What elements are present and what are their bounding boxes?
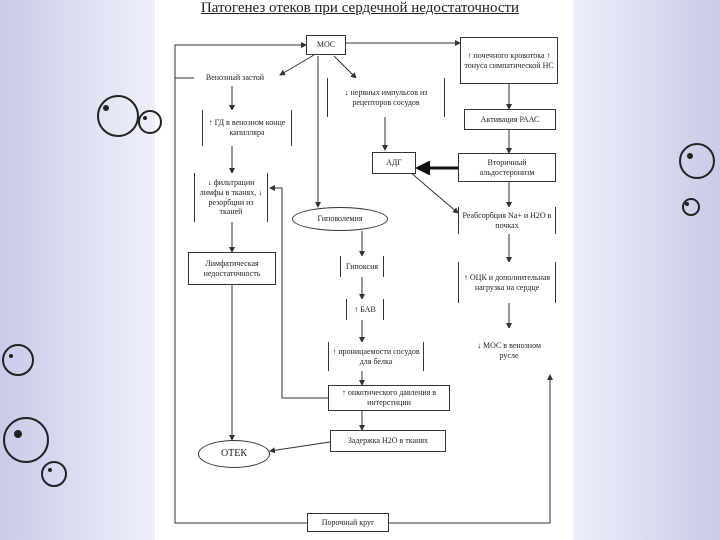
bubble-5 bbox=[2, 344, 34, 376]
node-oncotic-pressure: ↑ онкотического давления в интерстиции bbox=[328, 385, 450, 411]
node-mos: МОС bbox=[306, 35, 346, 55]
node-bav: ↑ БАВ bbox=[346, 299, 384, 320]
node-aldosteronism: Вторичный альдостеронизм bbox=[458, 153, 556, 182]
node-vascular-permeability: ↑ проницаемости сосудов для белка bbox=[328, 342, 424, 371]
node-mos-decrease: ↓ МОС в венозном русле bbox=[470, 328, 548, 373]
diagram-title: Патогенез отеков при сердечной недостато… bbox=[200, 0, 520, 16]
node-water-retention: Задержка Н2О в тканях bbox=[330, 430, 446, 452]
node-hd-capillary: ↑ ГД в венозном конце капилляра bbox=[202, 110, 292, 146]
node-bcc: ↑ ОЦК и дополнительная нагрузка на сердц… bbox=[458, 262, 556, 303]
node-lymph-filtration: ↓ фильтрации лимфы в тканях, ↓ резорбции… bbox=[194, 173, 268, 222]
bubble-6 bbox=[679, 143, 715, 179]
bubble-7 bbox=[682, 198, 700, 216]
bubble-4 bbox=[41, 461, 67, 487]
node-edema: ОТЕК bbox=[198, 440, 270, 468]
node-reabsorption: Реабсорбция Na+ и Н2О в почках bbox=[458, 207, 556, 234]
node-hypoxia: Гипоксия bbox=[340, 256, 384, 277]
node-nervous-impulses: ↓ нервных импульсов из рецепторов сосудо… bbox=[327, 78, 445, 117]
node-hypovolemia: Гиповолемия bbox=[292, 207, 388, 231]
node-adh: АДГ bbox=[372, 152, 416, 174]
node-vicious-circle: Порочный круг bbox=[307, 513, 389, 532]
bubble-2 bbox=[138, 110, 162, 134]
node-venous-stasis: Венозный застой bbox=[194, 70, 276, 86]
node-raas: Активация РААС bbox=[464, 109, 556, 130]
bubble-1 bbox=[97, 95, 139, 137]
node-lymph-insufficiency: Лимфатическая недостаточность bbox=[188, 252, 276, 285]
bubble-3 bbox=[3, 417, 49, 463]
node-tone-increase: ↑ почечного кровотока ↑ тонуса симпатиче… bbox=[460, 37, 558, 84]
